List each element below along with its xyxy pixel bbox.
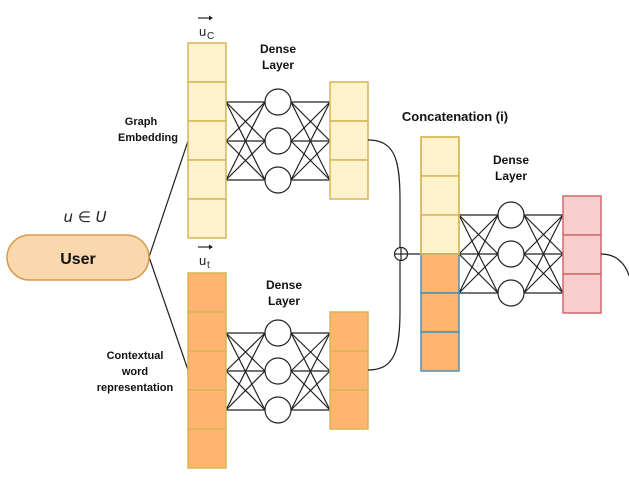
neuron: [497, 201, 525, 229]
graph-embedding-vector-cell: [187, 81, 227, 122]
dense-final-neurons: [497, 201, 525, 307]
final-output-vector-cell: [562, 273, 602, 314]
concat-bottom-part-cell: [420, 331, 460, 372]
user-node: User: [6, 234, 150, 281]
graph-embedding-vector-cell: [187, 120, 227, 161]
user-pill: [6, 234, 150, 281]
concat-top-part-cell: [420, 136, 460, 177]
dense-bottom-output-cell: [329, 389, 369, 430]
dense-top-output-cell: [329, 159, 369, 200]
final-output-vector: [562, 195, 602, 314]
dense-top-output: [329, 81, 369, 200]
graph-embedding-label-line1: Graph: [125, 116, 158, 128]
neuron: [264, 319, 292, 347]
connection-edge: [290, 332, 331, 411]
vector-arrow-head: [209, 244, 213, 250]
neuron: [264, 396, 292, 424]
dense-top-output-cell: [329, 81, 369, 122]
final-output-vector-cell: [562, 234, 602, 275]
connection-edge: [225, 332, 266, 372]
vector-symbol: u: [199, 253, 206, 268]
connection-edge: [225, 101, 266, 181]
connection-edge: [225, 332, 266, 411]
contextual-vector-cell: [187, 350, 227, 391]
connection-edge: [458, 214, 499, 294]
dense-layer-bottom-label-line1: Dense: [266, 278, 302, 292]
connection-edge: [290, 370, 331, 411]
neuron: [264, 127, 292, 155]
concat-top-part: [420, 136, 460, 255]
graph-embedding-vector-cell: [187, 42, 227, 83]
dense-layer-top-label-line1: Dense: [260, 42, 296, 56]
vector-arrow-head: [209, 15, 213, 21]
connection-edge: [523, 214, 564, 294]
connection-edge: [225, 370, 266, 411]
vector-symbol: u: [199, 24, 206, 39]
user-to-context-edge: [148, 256, 189, 371]
contextual-vector-cell: [187, 311, 227, 352]
dense-bottom-neurons: [264, 319, 292, 424]
connection-edge: [458, 214, 499, 255]
neuron: [497, 240, 525, 268]
vector-subscript: C: [207, 31, 214, 42]
final-output-vector-cell: [562, 195, 602, 236]
graph-embedding-label-line2: Embedding: [118, 132, 178, 144]
dense-layer-final-label-line2: Layer: [495, 169, 527, 183]
connection-edge: [225, 101, 266, 142]
contextual-vector-cell: [187, 272, 227, 313]
neuron: [264, 357, 292, 385]
user-to-graph-edge: [148, 140, 189, 258]
dense-final-connections: [458, 214, 564, 294]
graph-embedding-vector-cell: [187, 159, 227, 200]
concat-top-part-cell: [420, 175, 460, 216]
connection-edge: [290, 332, 331, 372]
contextual-label-line1: Contextual: [107, 350, 164, 362]
dense-bottom-output-cell: [329, 350, 369, 391]
user-set-label: u ∈ U: [63, 208, 106, 226]
graph-embedding-vector-cell: [187, 198, 227, 239]
contextual-vector-cell: [187, 389, 227, 430]
concat-top-border: [420, 136, 460, 255]
contextual-vector-cell: [187, 428, 227, 469]
neuron: [264, 88, 292, 116]
contextual-label-line3: representation: [97, 382, 174, 394]
contextual-label-line2: word: [121, 366, 148, 378]
dense-bottom-connections: [225, 332, 331, 411]
neuron: [264, 166, 292, 194]
connection-edge: [523, 253, 564, 294]
connection-edge: [290, 101, 331, 142]
concat-bottom-part-cell: [420, 292, 460, 333]
dense-top-output-cell: [329, 120, 369, 161]
connection-edge: [225, 140, 266, 181]
concat-bottom-part: [420, 253, 460, 372]
graph-embedding-vector: [187, 42, 227, 239]
dense-layer-bottom-label-line2: Layer: [268, 294, 300, 308]
neuron: [497, 279, 525, 307]
dense-bottom-output: [329, 311, 369, 430]
dense-layer-final-label-line1: Dense: [493, 153, 529, 167]
dense-bottom-output-cell: [329, 311, 369, 352]
output-edge: [600, 253, 629, 278]
vector-subscript: t: [207, 260, 210, 271]
connection-edge: [523, 214, 564, 255]
connection-edge: [290, 140, 331, 181]
dense-layer-top-label-line2: Layer: [262, 58, 294, 72]
contextual-vector: [187, 272, 227, 469]
circle-plus-icon: [393, 246, 409, 262]
dense-top-connections: [225, 101, 331, 181]
concat-bottom-part-cell: [420, 253, 460, 294]
connection-edge: [458, 253, 499, 294]
dense-top-neurons: [264, 88, 292, 194]
concat-top-part-cell: [420, 214, 460, 255]
connection-edge: [290, 101, 331, 181]
concatenation-label: Concatenation (i): [402, 109, 508, 124]
user-label: User: [60, 251, 96, 268]
